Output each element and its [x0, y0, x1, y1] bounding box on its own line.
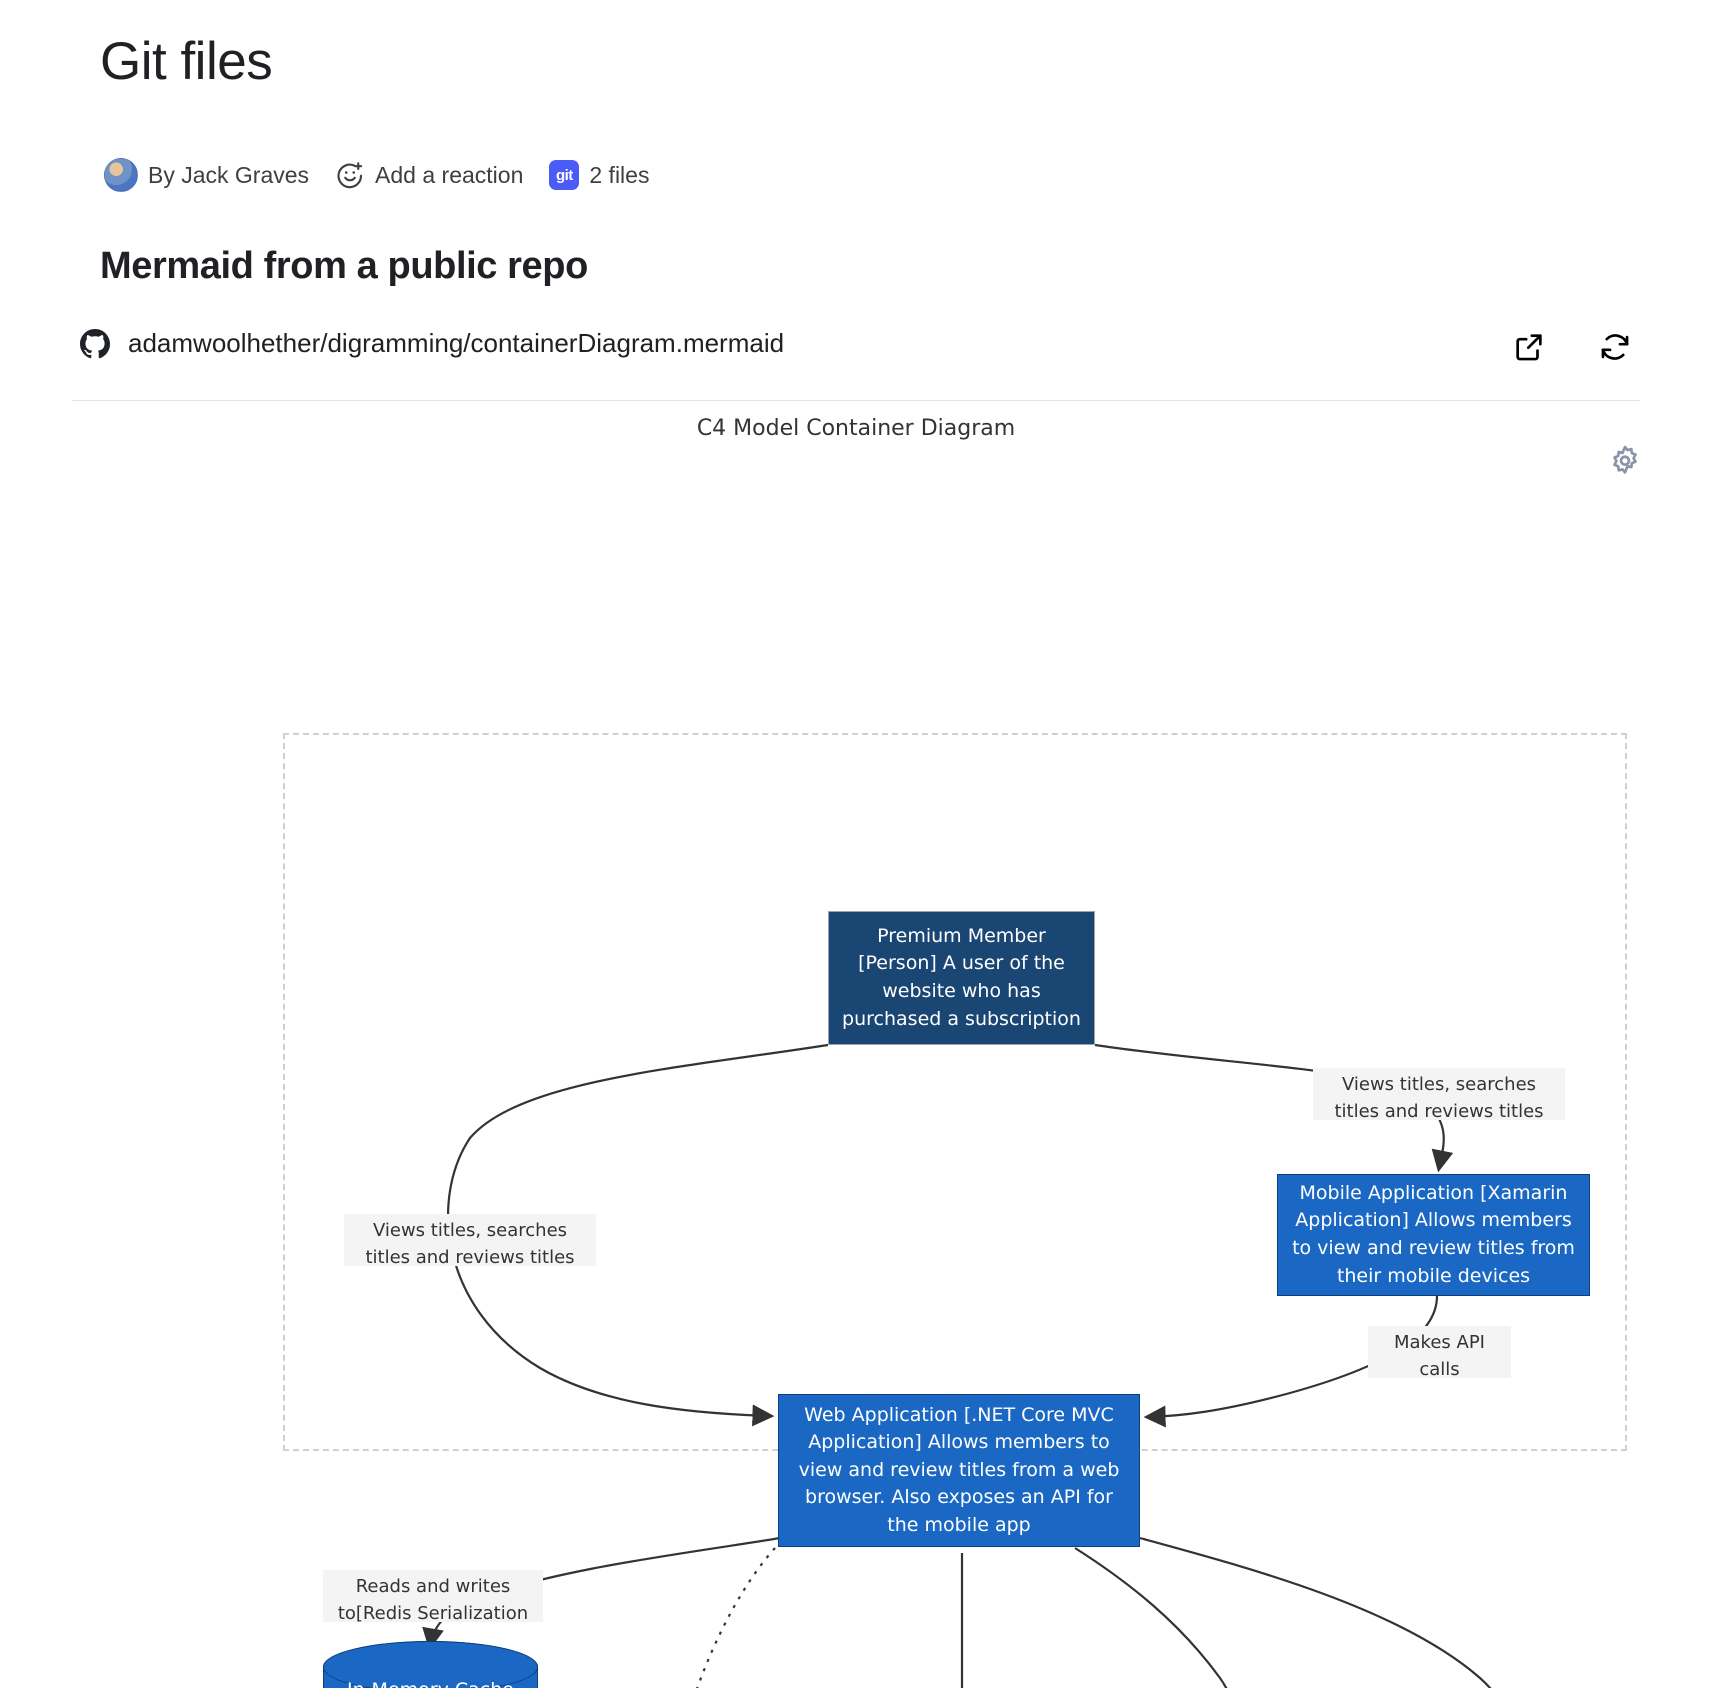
avatar	[104, 158, 138, 192]
git-icon: git	[549, 160, 580, 190]
node-web-application-label: Web Application [.NET Core MVC Applicati…	[798, 1403, 1120, 1536]
cylinder-cap	[323, 1641, 538, 1688]
mermaid-diagram: C4 Model Container Diagram	[0, 408, 1712, 1688]
gear-icon[interactable]	[1606, 442, 1644, 480]
external-link-icon[interactable]	[1512, 330, 1546, 364]
edge-label-member-to-mobile: Views titles, searches titles and review…	[1313, 1068, 1565, 1120]
node-in-memory-cache-label: In-Memory Cache [Redis] Titles and their…	[323, 1677, 538, 1688]
page-title: Git files	[100, 32, 273, 91]
refresh-icon[interactable]	[1598, 330, 1632, 364]
author-label: By Jack Graves	[148, 161, 310, 188]
header-divider	[72, 400, 1640, 401]
header-actions	[1512, 330, 1632, 364]
section-subtitle: Mermaid from a public repo	[100, 245, 588, 287]
author-item[interactable]: By Jack Graves	[104, 158, 309, 192]
add-reaction-label: Add a reaction	[375, 161, 524, 188]
diagram-title: C4 Model Container Diagram	[696, 416, 1016, 441]
node-premium-member[interactable]: Premium Member [Person] A user of the we…	[828, 911, 1095, 1045]
page-meta-row: By Jack Graves Add a reaction git 2 file…	[104, 158, 649, 192]
edge-label-member-to-web: Views titles, searches titles and review…	[344, 1214, 596, 1266]
edge-label-web-to-cache: Reads and writes to[Redis Serialization …	[323, 1570, 543, 1622]
add-reaction-button[interactable]: Add a reaction	[335, 160, 523, 190]
node-mobile-application-label: Mobile Application [Xamarin Application]…	[1292, 1181, 1575, 1287]
repo-path-text: adamwoolhether/digramming/containerDiagr…	[128, 328, 785, 358]
node-premium-member-label: Premium Member [Person] A user of the we…	[842, 924, 1081, 1030]
node-in-memory-cache[interactable]: In-Memory Cache [Redis] Titles and their…	[323, 1641, 538, 1688]
files-count-label: 2 files	[589, 161, 650, 188]
smiley-plus-icon	[337, 162, 363, 189]
node-mobile-application[interactable]: Mobile Application [Xamarin Application]…	[1277, 1174, 1590, 1296]
edge-label-mobile-to-web: Makes API calls to[HTTPS]	[1368, 1326, 1511, 1378]
files-item[interactable]: git 2 files	[549, 160, 649, 190]
node-web-application[interactable]: Web Application [.NET Core MVC Applicati…	[778, 1394, 1140, 1547]
repo-path-row: adamwoolhether/digramming/containerDiagr…	[80, 328, 784, 359]
github-icon	[80, 328, 110, 358]
